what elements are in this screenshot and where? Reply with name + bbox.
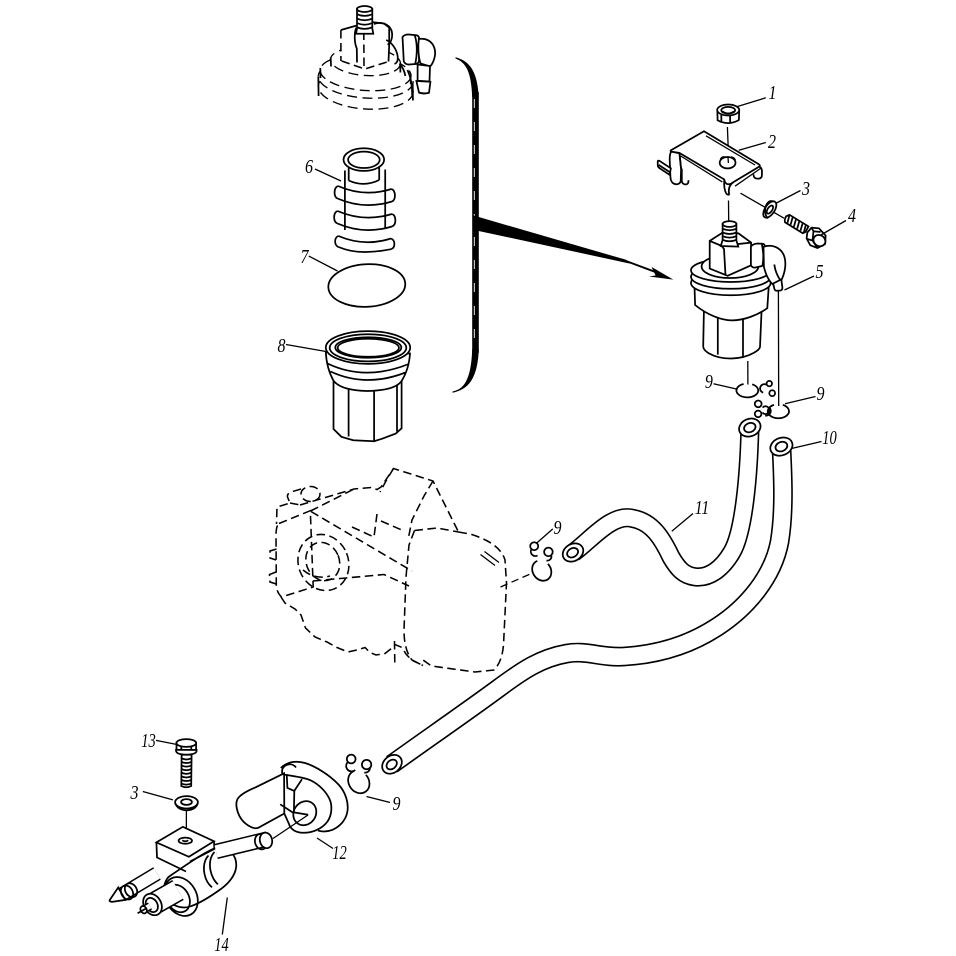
svg-text:10: 10 xyxy=(822,427,837,449)
svg-text:11: 11 xyxy=(695,497,710,519)
svg-text:14: 14 xyxy=(214,934,229,956)
svg-text:9: 9 xyxy=(554,517,562,539)
svg-text:13: 13 xyxy=(141,730,156,752)
svg-text:9: 9 xyxy=(393,793,401,815)
svg-text:9: 9 xyxy=(817,383,825,405)
svg-text:2: 2 xyxy=(768,131,776,153)
svg-text:4: 4 xyxy=(848,205,856,227)
svg-text:7: 7 xyxy=(301,246,310,268)
svg-text:1: 1 xyxy=(769,82,777,104)
svg-text:9: 9 xyxy=(705,371,713,393)
svg-text:12: 12 xyxy=(332,842,347,864)
svg-text:6: 6 xyxy=(305,156,313,178)
svg-text:5: 5 xyxy=(816,261,824,283)
svg-text:3: 3 xyxy=(130,782,139,804)
svg-text:3: 3 xyxy=(801,178,810,200)
svg-text:8: 8 xyxy=(278,335,286,357)
